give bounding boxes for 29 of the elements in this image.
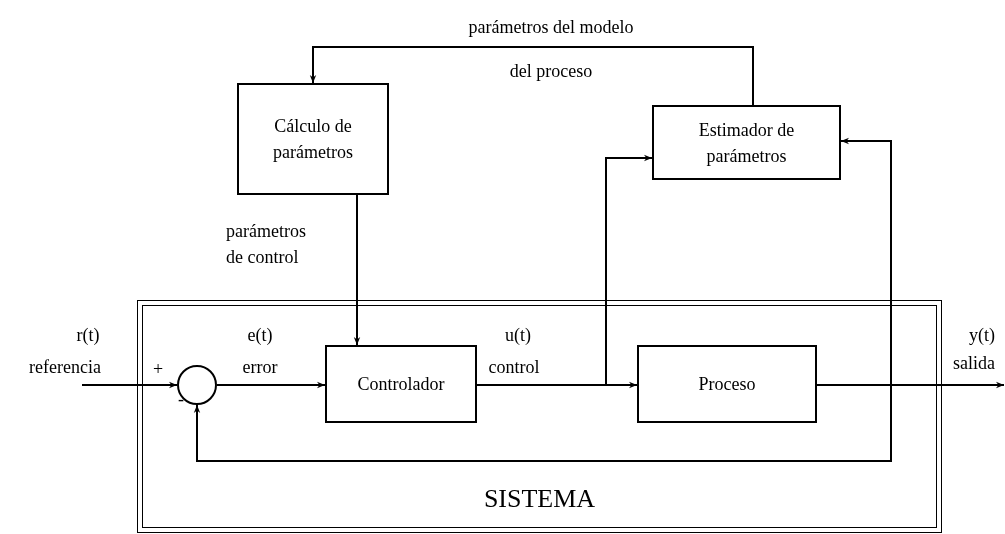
sign-label: + (151, 358, 165, 381)
arrow (216, 381, 326, 389)
signal-label: error (241, 356, 279, 379)
block-label: Proceso (697, 373, 757, 396)
arrow (81, 381, 178, 389)
block-label: Controlador (356, 373, 446, 396)
edge-label: parámetros del modelo (467, 16, 635, 39)
edge-label: y(t) (968, 324, 996, 347)
edge-label: u(t) (504, 324, 532, 347)
system-title: SISTEMA (482, 486, 597, 512)
edge-label: r(t) (75, 324, 101, 347)
sign-label: - (177, 388, 185, 411)
block-box (637, 345, 817, 423)
signal-label: del proceso (508, 60, 594, 83)
arrow (193, 384, 892, 462)
block-box (325, 345, 477, 423)
block-label: Cálculo de parámetros (272, 115, 354, 164)
arrow (309, 46, 754, 106)
block-box (652, 105, 841, 180)
arrow (353, 194, 361, 346)
block-box (237, 83, 389, 195)
block-label: Estimador de parámetros (697, 118, 796, 168)
summing-junction (177, 365, 217, 405)
signal-label: salida (952, 352, 996, 375)
signal-label: referencia (28, 356, 102, 379)
signal-label: control (487, 356, 541, 379)
system-frame (137, 300, 942, 533)
edge-label: e(t) (246, 324, 274, 347)
edge-label: parámetros de control (226, 220, 307, 269)
